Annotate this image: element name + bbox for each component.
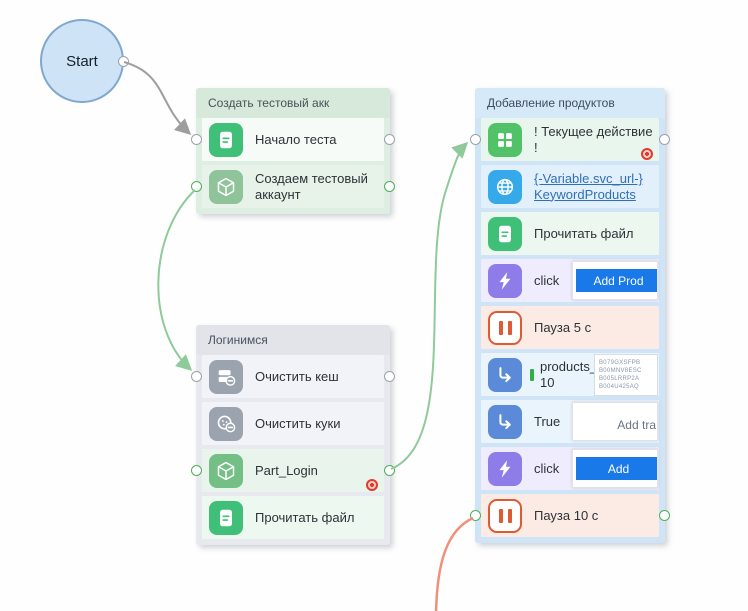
link-line[interactable]: KeywordProducts (534, 186, 636, 202)
label-line: 10 (540, 374, 555, 390)
output-port[interactable] (384, 370, 395, 382)
breakpoint-dot[interactable] (641, 148, 653, 160)
action-label: Очистить кеш (255, 368, 339, 384)
pause-icon (488, 310, 522, 345)
action-get-keyword-products-url[interactable]: {-Variable.svc_url-}KeywordProducts (481, 165, 659, 208)
document-icon (209, 122, 243, 157)
clear-cache-icon (209, 359, 243, 394)
action-true-branch[interactable]: True Add tra (481, 400, 659, 443)
action-label: Пауза 10 с (534, 507, 599, 523)
goto-icon (488, 404, 522, 439)
connection-offscreen-to-pauza-10-s[interactable] (434, 516, 474, 611)
group-title[interactable]: Создать тестовый акк (196, 88, 390, 118)
group-rows: ! Текущее действие ! {-Variable.svc_url-}… (470, 118, 670, 543)
action-label: Создаем тестовый аккаунт (255, 171, 368, 202)
goto-icon (488, 357, 522, 392)
action-prochitat-fayl[interactable]: Прочитать файл (481, 212, 659, 255)
document-icon (488, 216, 522, 251)
output-port[interactable] (384, 133, 395, 145)
thumbnail-text: Add tra (617, 418, 656, 432)
globe-icon (488, 169, 522, 204)
asin-code: B00MNV8ESC (599, 367, 642, 374)
action-pauza-10-s[interactable]: Пауза 10 с (470, 494, 670, 537)
start-node[interactable]: Start (40, 19, 129, 103)
output-port[interactable] (384, 464, 395, 476)
output-port[interactable] (659, 133, 670, 145)
asin-code: B004U425AQ (599, 383, 640, 390)
action-link[interactable]: {-Variable.svc_url-}KeywordProducts (534, 171, 659, 202)
group-title[interactable]: Логинимся (196, 325, 390, 355)
label-line: products_ (540, 359, 594, 375)
action-pauza-5-s[interactable]: Пауза 5 с (481, 306, 659, 349)
action-tekushchee-deystvie[interactable]: ! Текущее действие ! (470, 118, 670, 161)
input-port[interactable] (470, 133, 481, 145)
action-nachalo-testa[interactable]: Начало теста (191, 118, 395, 161)
action-label: Пауза 5 с (534, 319, 592, 335)
clear-cookies-icon (209, 406, 243, 441)
input-port[interactable] (191, 180, 202, 192)
asin-code: B005LRRP2A (599, 375, 640, 382)
input-port[interactable] (191, 464, 202, 476)
action-label: click (534, 460, 560, 476)
action-prochitat-fayl[interactable]: Прочитать файл (202, 496, 384, 539)
action-sozdaem-testovyy-akkaunt[interactable]: Создаем тестовый аккаунт (191, 165, 395, 208)
thumbnail-button: Add Prod (576, 269, 657, 292)
action-label: ! Текущее действие ! (534, 124, 653, 155)
breakpoint-dot[interactable] (366, 479, 378, 491)
action-label: click (534, 272, 560, 288)
lightning-icon (488, 263, 522, 298)
connection-part-login-to-tekushchee-deystvie[interactable] (390, 141, 469, 470)
pause-icon (488, 498, 522, 533)
action-label: Очистить куки (255, 415, 341, 431)
group-title[interactable]: Добавление продуктов (475, 88, 665, 118)
start-node-label: Start (66, 52, 98, 70)
asin-code: B079GXSFPB (599, 359, 641, 366)
output-port[interactable] (384, 180, 395, 192)
action-label: Прочитать файл (534, 225, 634, 241)
page-thumbnail: Add (572, 449, 658, 488)
input-port[interactable] (470, 509, 481, 521)
action-label: Part_Login (255, 462, 318, 478)
page-thumbnail: Add tra (572, 402, 658, 441)
input-port[interactable] (191, 370, 202, 382)
action-click-add[interactable]: click Add (481, 447, 659, 490)
action-label: True (534, 413, 561, 429)
status-bar (530, 368, 534, 381)
group-add-products[interactable]: Добавление продуктов ! Текущее действие … (470, 88, 670, 543)
page-thumbnail: Add Prod (572, 261, 658, 300)
link-line[interactable]: {-Variable.svc_url-} (534, 171, 643, 187)
connection-sozdaem-akkaunt-to-ochistit-kesh[interactable] (157, 189, 196, 372)
start-output-port[interactable] (118, 56, 129, 67)
input-port[interactable] (191, 133, 202, 145)
cube-icon (209, 453, 243, 488)
output-port[interactable] (659, 509, 670, 521)
action-ochistit-kesh[interactable]: Очистить кеш (191, 355, 395, 398)
document-icon (209, 500, 243, 535)
action-part-login[interactable]: Part_Login (191, 449, 395, 492)
action-label: Начало теста (255, 131, 337, 147)
action-label: products_10 (540, 359, 594, 390)
action-click-add-prod[interactable]: click Add Prod (481, 259, 659, 302)
action-label: Прочитать файл (255, 509, 355, 525)
thumbnail-button: Add (576, 457, 657, 480)
action-ochistit-kuki[interactable]: Очистить куки (202, 402, 384, 445)
cube-icon (209, 169, 243, 204)
lightning-icon (488, 451, 522, 486)
connection-start-to-nachalo-testa[interactable] (123, 61, 192, 136)
grid-icon (488, 122, 522, 157)
